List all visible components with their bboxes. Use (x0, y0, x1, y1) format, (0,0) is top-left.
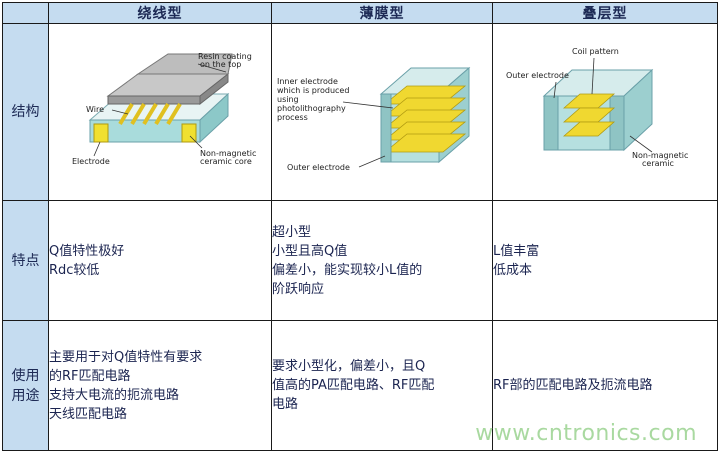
wirewound-resin-label-1: Resin coating (198, 52, 252, 61)
usage-wirewound-line-4: 天线匹配电路 (49, 406, 128, 422)
multilayer-structure-cell: Coil pattern Outer electrode Non-magneti… (492, 23, 718, 201)
usage-multilayer: RF部的匹配电路及扼流电路 (492, 320, 718, 451)
header-multilayer: 叠层型 (492, 2, 718, 24)
wirewound-wire-label: Wire (86, 105, 104, 114)
thinfilm-inner-label-2: which is produced (277, 86, 349, 95)
multilayer-coil-label: Coil pattern (572, 47, 619, 56)
usage-thinfilm-line-2: 值高的PA匹配电路、RF匹配 (272, 378, 435, 393)
usage-label-line-2: 用途 (11, 387, 40, 404)
features-wirewound: Q值特性极好 Rdc较低 (48, 200, 272, 321)
usage-thinfilm-line-3: 电路 (272, 397, 299, 412)
row-label-usage: 使用 用途 (2, 320, 49, 451)
header-corner (2, 2, 49, 24)
thinfilm-diagram: Inner electrode which is produced using … (277, 66, 470, 172)
thinfilm-inner-label-3: using (277, 95, 299, 104)
row-label-structure: 结构 (2, 23, 49, 201)
usage-wirewound-line-2: 的RF匹配电路 (49, 368, 131, 384)
usage-label-line-1: 使用 (11, 367, 40, 384)
features-thinfilm-line-3: 偏差小，能实现较小L值的 (272, 262, 423, 278)
header-wirewound: 绕线型 (48, 2, 272, 24)
features-wirewound-line-1: Q值特性极好 (49, 243, 125, 259)
features-multilayer-line-1: L值丰富 (493, 243, 540, 259)
usage-wirewound-line-1: 主要用于对Q值特性有要求 (49, 349, 203, 365)
features-multilayer-line-2: 低成本 (493, 262, 533, 278)
usage-wirewound: 主要用于对Q值特性有要求 的RF匹配电路 支持大电流的扼流电路 天线匹配电路 (48, 320, 272, 451)
thinfilm-structure-cell: Inner electrode which is produced using … (271, 23, 493, 201)
wirewound-diagram: Resin coating on the top Wire Electrode … (72, 52, 256, 166)
site-watermark: www.cntronics.com (475, 421, 697, 446)
wirewound-core-label-1: Non-magnetic (200, 149, 256, 158)
wirewound-structure-cell: Resin coating on the top Wire Electrode … (48, 23, 272, 201)
multilayer-outer-label: Outer electrode (506, 71, 569, 80)
wirewound-resin-label-2: on the top (200, 60, 241, 69)
usage-multilayer-line-1: RF部的匹配电路及扼流电路 (493, 378, 653, 393)
multilayer-ceramic-label-1: Non-magnetic (632, 151, 688, 160)
multilayer-ceramic-label-2: ceramic (642, 159, 674, 168)
features-thinfilm: 超小型 小型且高Q值 偏差小，能实现较小L值的 阶跃响应 (271, 200, 493, 321)
features-wirewound-line-2: Rdc较低 (49, 262, 100, 278)
row-label-features: 特点 (2, 200, 49, 321)
usage-row: 使用 用途 主要用于对Q值特性有要求 的RF匹配电路 支持大电流的扼流电路 天线… (2, 320, 718, 451)
header-row: 绕线型 薄膜型 叠层型 (2, 2, 718, 24)
usage-wirewound-line-3: 支持大电流的扼流电路 (49, 387, 180, 403)
usage-thinfilm: 要求小型化，偏差小，且Q 值高的PA匹配电路、RF匹配 电路 (271, 320, 493, 451)
usage-thinfilm-line-1: 要求小型化，偏差小，且Q (272, 359, 426, 374)
features-thinfilm-line-2: 小型且高Q值 (272, 243, 348, 259)
features-multilayer: L值丰富 低成本 (492, 200, 718, 321)
thinfilm-inner-label-5: process (277, 113, 308, 122)
wirewound-core-label-2: ceramic core (200, 157, 252, 166)
multilayer-diagram: Coil pattern Outer electrode Non-magneti… (506, 47, 688, 168)
features-thinfilm-line-4: 阶跃响应 (272, 281, 325, 297)
features-thinfilm-line-1: 超小型 (272, 224, 312, 240)
thinfilm-inner-label-1: Inner electrode (277, 77, 338, 86)
thinfilm-outer-label: Outer electrode (287, 163, 350, 172)
wirewound-electrode-label: Electrode (72, 157, 110, 166)
features-row: 特点 Q值特性极好 Rdc较低 超小型 小型且高Q值 偏差小，能实现较小L值的 … (2, 200, 718, 321)
structure-row: 结构 (2, 23, 718, 201)
header-thinfilm: 薄膜型 (271, 2, 493, 24)
thinfilm-inner-label-4: photolithography (277, 104, 346, 113)
